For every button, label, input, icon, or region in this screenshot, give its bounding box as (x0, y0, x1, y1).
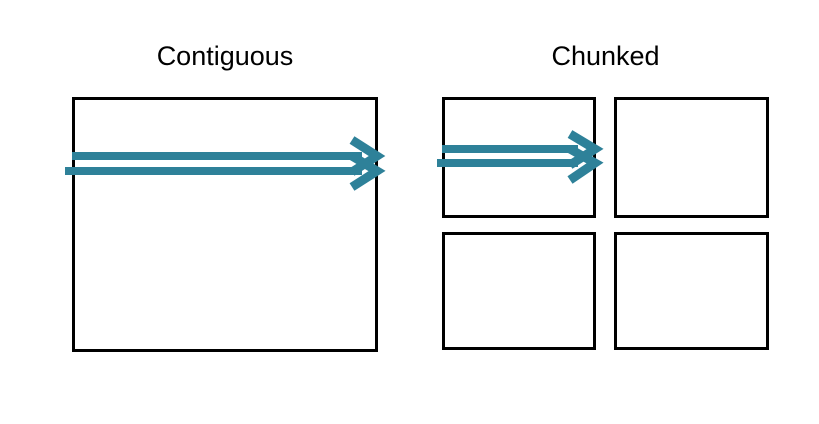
chunk-top-right (614, 97, 769, 218)
chunk-bottom-left (442, 232, 596, 350)
panel-title-chunked: Chunked (551, 41, 660, 71)
contiguous-block (72, 97, 378, 352)
panel-title-contiguous: Contiguous (156, 41, 294, 71)
chunk-top-left (442, 97, 596, 218)
chunk-bottom-right (614, 232, 769, 350)
